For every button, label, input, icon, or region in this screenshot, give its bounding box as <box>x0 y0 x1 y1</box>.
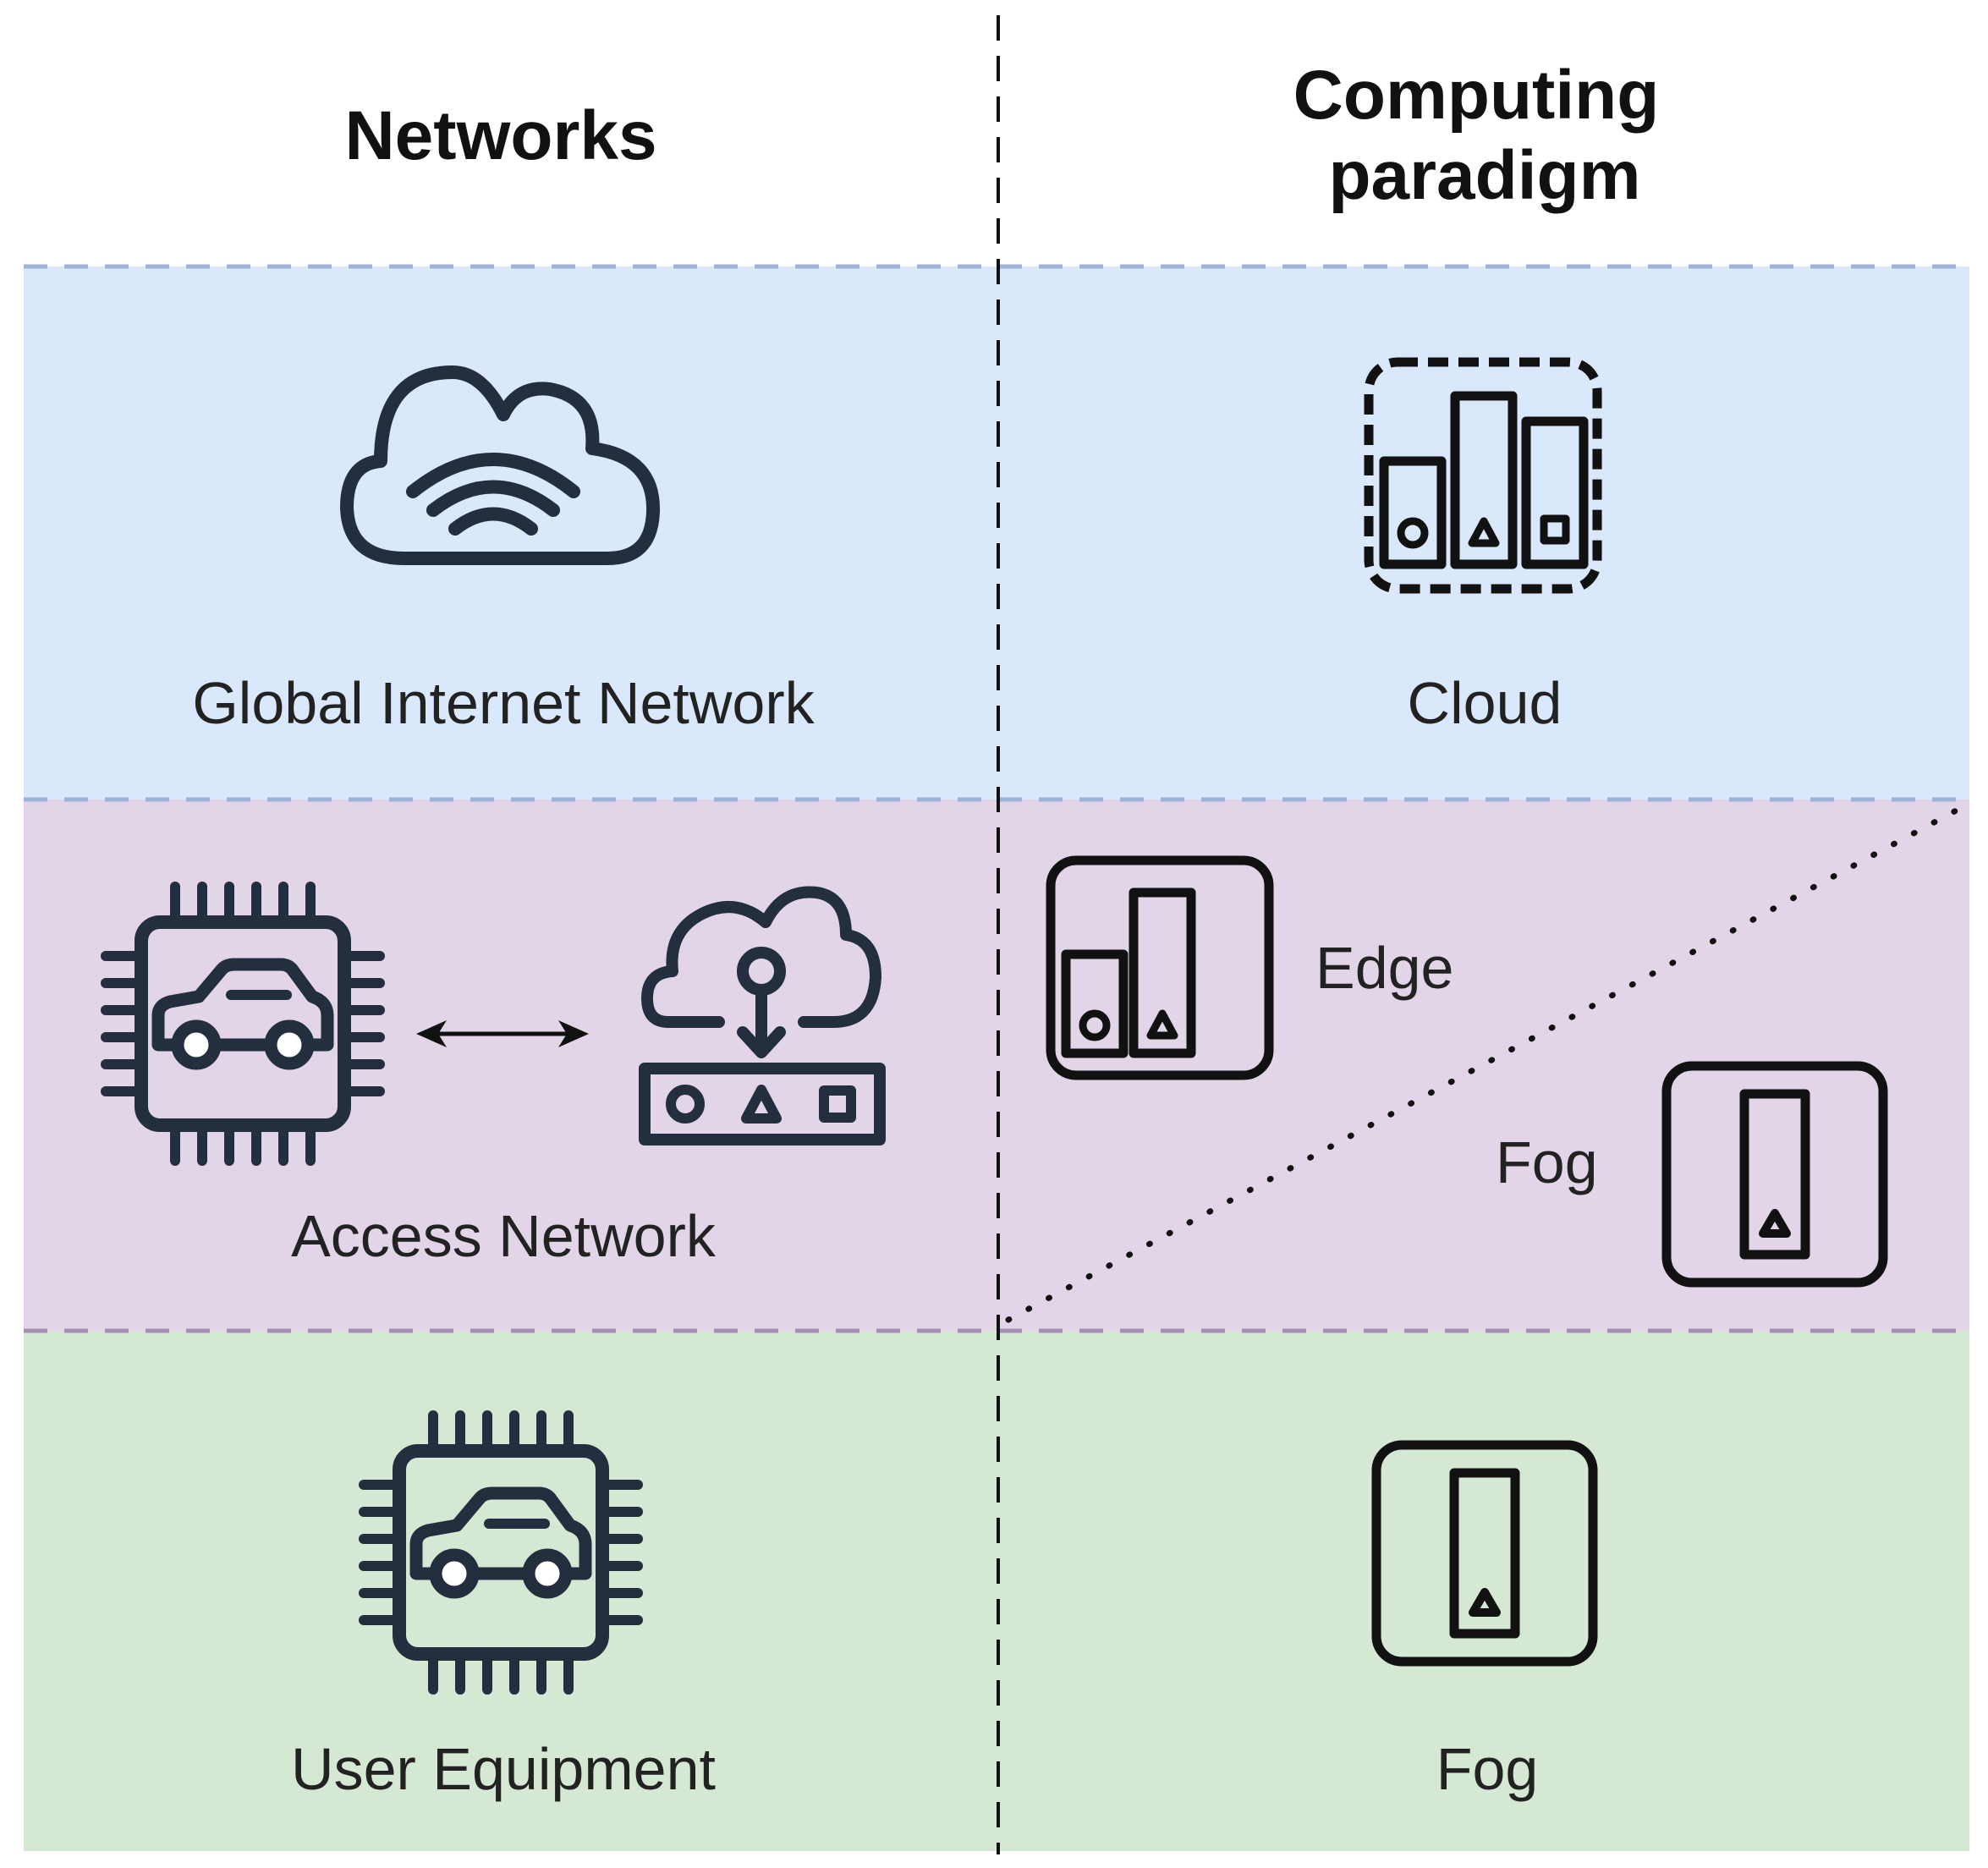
edge-fog-divider <box>1005 805 1964 1323</box>
label-user-equipment: User Equipment <box>291 1736 716 1802</box>
label-fog-user: Fog <box>1436 1736 1539 1802</box>
label-fog-access: Fog <box>1496 1129 1598 1195</box>
label-access-network: Access Network <box>291 1203 717 1269</box>
cloud-wifi-icon <box>340 365 661 565</box>
label-cloud: Cloud <box>1408 670 1562 736</box>
header-computing-line2: paradigm <box>1328 137 1640 214</box>
header-networks: Networks <box>344 97 656 174</box>
cloud-gateway-icon <box>639 886 886 1146</box>
header-computing-line1: Computing <box>1293 57 1660 134</box>
double-arrow-icon <box>416 1020 589 1047</box>
cloud-servers-icon <box>1364 357 1602 594</box>
label-global-internet-network: Global Internet Network <box>192 670 815 736</box>
label-edge: Edge <box>1315 935 1453 1001</box>
edge-servers-icon <box>1046 855 1274 1080</box>
